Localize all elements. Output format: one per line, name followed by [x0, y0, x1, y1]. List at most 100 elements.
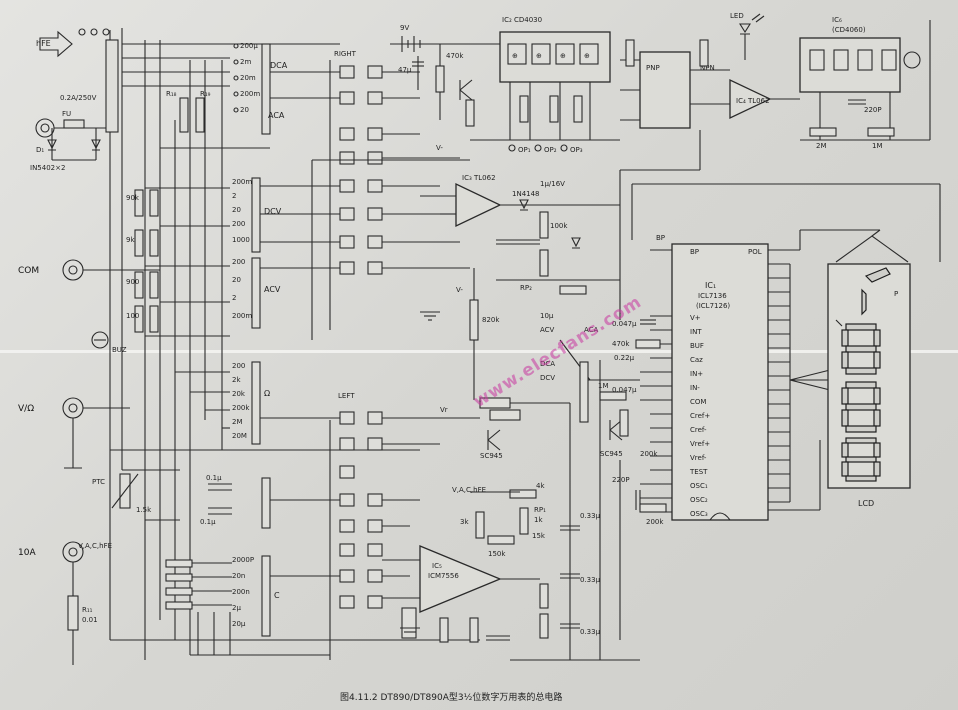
lcd-digit-1: P — [861, 267, 898, 316]
c-top-val: 47μ — [398, 66, 412, 74]
right-switch-label: RIGHT — [334, 50, 357, 58]
lcd-digit-3 — [841, 381, 881, 433]
fuse-rating: 0.2A/250V — [60, 94, 97, 102]
battery-label: 9V — [400, 24, 409, 32]
dca-range-2: 2m — [240, 58, 251, 66]
npn-label: NPN — [700, 64, 715, 72]
r-1m: 1M — [872, 142, 883, 150]
a10-terminal-label: 10A — [18, 548, 36, 558]
dcv-switch-ref: DCV — [540, 374, 555, 382]
ic5-label: IC₅ — [432, 562, 442, 570]
ic6-oscillator: IC₆ (CD4060) 2M 1M 220P — [799, 16, 931, 150]
cap-01: 0.1μ — [206, 474, 222, 482]
diode-label: IN5402×2 — [30, 164, 65, 172]
cap-range-4: 2μ — [232, 604, 241, 612]
buzzer-label: BUZ — [112, 346, 127, 354]
ic1-model: ICL7136 — [698, 292, 727, 300]
pin-pol: POL — [748, 248, 762, 256]
cap-01-b: 0.1μ — [200, 518, 216, 526]
v-ohm-terminal[interactable]: V/Ω — [18, 397, 84, 419]
ic1-adc: IC₁ ICL7136 (ICL7126) BP POL V+ INT BUF … — [640, 234, 769, 521]
rp1-network: 3k 4k RP₁ 1k 15k 150k V,A,C,hFE — [452, 482, 546, 558]
pin-osc2: OSC₂ — [690, 496, 708, 504]
rp1-label: RP₁ — [534, 506, 546, 514]
ohm-range-6: 20M — [232, 432, 247, 440]
ohm-label: Ω — [264, 389, 270, 398]
cap-label: C — [274, 591, 280, 600]
c-220p: 220P — [864, 106, 882, 114]
r-820k: 820k — [482, 316, 500, 324]
acv-range-4: 200m — [232, 312, 252, 320]
svg-text:⊕: ⊕ — [536, 52, 542, 60]
ohm-range-2: 2k — [232, 376, 241, 384]
dca-range-1: 200μ — [240, 42, 258, 50]
acv-range-1: 200 — [232, 258, 245, 266]
pin-bp: BP — [690, 248, 699, 256]
ohm-switch-bank[interactable]: Ω 200 2k 20k 200k 2M 20M — [232, 361, 270, 445]
ground-symbols — [400, 311, 440, 633]
svg-text:⊕: ⊕ — [584, 52, 590, 60]
dca-switch-bank[interactable]: DCA ACA 200μ 2m 20m 200m 20 — [233, 42, 288, 135]
dca-switch-ref: DCA — [540, 360, 555, 368]
hfe-socket: hFE — [36, 28, 110, 58]
r-9k: 9k — [126, 236, 135, 244]
acv-switch-bank[interactable]: ACV 200 20 2 200m — [232, 257, 281, 329]
ohm-range-1: 200 — [232, 362, 245, 370]
d1-diode-label: 1N4148 — [512, 190, 540, 198]
ohm-range-5: 2M — [232, 418, 243, 426]
vr-label: Vr — [440, 406, 448, 414]
r-2m: 2M — [816, 142, 827, 150]
dcv-switch-bank[interactable]: DCV 200m 2 20 200 1000 — [232, 177, 282, 253]
r-3k: 3k — [460, 518, 469, 526]
range-bus — [110, 43, 480, 641]
dca-range-5: 20 — [240, 106, 249, 114]
r-15k: 15k — [532, 532, 546, 540]
pin-in-minus: IN- — [690, 384, 700, 392]
left-bus — [105, 28, 223, 660]
pin-caz: Caz — [690, 356, 703, 364]
hfe-label: hFE — [36, 39, 51, 48]
c-10: 10μ — [540, 312, 554, 320]
ic6-model: (CD4060) — [832, 26, 866, 34]
ic6-label: IC₆ — [832, 16, 842, 24]
rp2-label: RP₂ — [520, 284, 532, 292]
r-90k: 90k — [126, 194, 140, 202]
battery: 9V 47μ — [390, 24, 500, 90]
v-minus-label-a: V- — [436, 144, 443, 152]
cap-resistors — [165, 559, 330, 656]
ic4-label: IC₄ TL062 — [736, 97, 770, 105]
dcv-range-4: 200 — [232, 220, 245, 228]
pin-osc1: OSC₁ — [690, 482, 708, 490]
ic5-timer: IC₅ ICM7556 — [382, 545, 540, 643]
cap-range-3: 200n — [232, 588, 250, 596]
cap-switch-bank[interactable]: C 2000P 20n 200n 2μ 20μ — [232, 555, 280, 637]
ptc-element: PTC 1.5k — [92, 473, 152, 514]
function-selector[interactable]: DCA DCV — [540, 339, 640, 423]
pin-vref-minus: Vref- — [690, 454, 707, 462]
vac-label: V,A,C,hFE — [78, 542, 112, 550]
r-4k: 4k — [536, 482, 545, 490]
c-022: 0.22μ — [614, 354, 635, 362]
ohm-range-3: 20k — [232, 390, 246, 398]
left-switch-label: LEFT — [338, 392, 355, 400]
left-switch-column: LEFT — [260, 392, 460, 609]
com-terminal[interactable]: COM — [18, 259, 84, 281]
figure-caption: 图4.11.2 DT890/DT890A型3½位数字万用表的总电路 — [340, 693, 563, 703]
fuse-branch: 0.2A/250V FU IN5402×2 D₁ — [30, 94, 110, 172]
hfe-transistor: SC945 — [460, 397, 571, 480]
aca-switch-ref: ACA — [584, 326, 599, 334]
vac-label-2: V,A,C,hFE — [452, 486, 486, 494]
ic5-model: ICM7556 — [428, 572, 459, 580]
ic4-opamp: IC₄ TL062 — [729, 78, 800, 120]
a10-terminal[interactable]: 10A — [18, 541, 84, 563]
r-100k-a: 100k — [550, 222, 568, 230]
cap-range-2: 20n — [232, 572, 245, 580]
svg-text:⊕: ⊕ — [560, 52, 566, 60]
ic3-ac-converter: IC₃ TL062 1N4148 1μ/16V 100k RP₂ 10μ ACV… — [420, 170, 621, 334]
lcd-digit-4 — [841, 437, 881, 482]
dca-label: DCA — [270, 61, 288, 70]
acv-range-2: 20 — [232, 276, 241, 284]
op1-label: OP₁ — [518, 146, 531, 154]
pin-int: INT — [690, 328, 702, 336]
